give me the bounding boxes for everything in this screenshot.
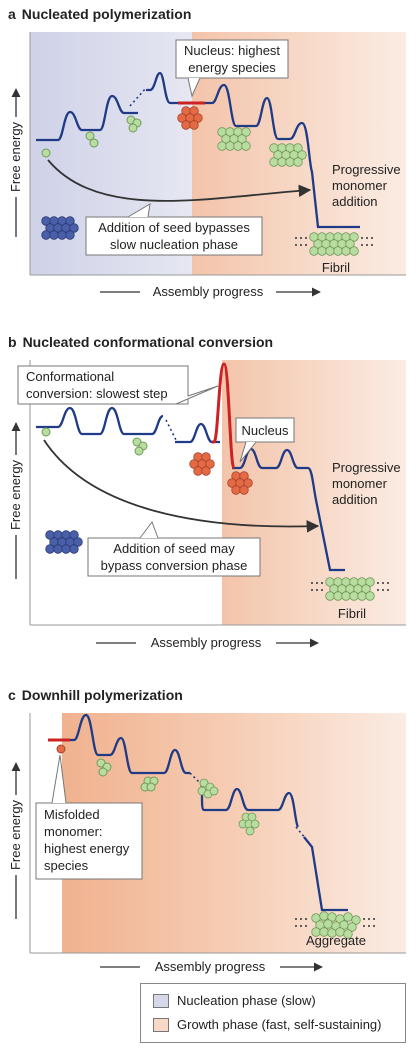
svg-text:Free energy: Free energy xyxy=(8,799,23,870)
panel-letter: c xyxy=(8,687,16,703)
callout-nucleus: Nucleus: highest energy species xyxy=(175,39,289,98)
fibril-dots xyxy=(295,237,373,246)
monomer-cluster xyxy=(96,758,159,792)
energy-break xyxy=(129,87,147,107)
intermediate-cluster xyxy=(189,452,215,476)
end-label: Aggregate xyxy=(306,933,366,948)
nucleus-cluster xyxy=(227,471,253,495)
panel-b-title: b Nucleated conformational conversion xyxy=(8,334,273,350)
svg-text:species: species xyxy=(44,858,89,873)
energy-profile xyxy=(36,71,360,229)
svg-text:Conformational: Conformational xyxy=(26,369,114,384)
panel-letter: a xyxy=(8,6,16,22)
progressive-label: Progressive monomer addition xyxy=(332,460,401,507)
svg-text:addition: addition xyxy=(332,492,378,507)
energy-profile xyxy=(70,713,348,912)
progressive-label: Progressive monomer addition xyxy=(332,162,401,209)
fibril-cluster xyxy=(325,577,375,601)
panel-title-text: Nucleated polymerization xyxy=(21,6,192,22)
monomer-cluster xyxy=(85,115,142,148)
panel-title-text: Nucleated conformational conversion xyxy=(22,334,274,350)
fibril-dots xyxy=(311,582,389,591)
svg-text:Addition of seed bypasses: Addition of seed bypasses xyxy=(98,220,250,235)
x-axis-label: Assembly progress xyxy=(100,959,323,974)
panel-letter: b xyxy=(8,334,17,350)
panel-c-title: c Downhill polymerization xyxy=(8,687,183,703)
svg-text:Free energy: Free energy xyxy=(8,121,23,192)
misfolded-monomer xyxy=(56,744,66,754)
svg-text:Progressive: Progressive xyxy=(332,460,401,475)
monomer xyxy=(41,148,51,158)
callout-seed: Addition of seed may bypass conversion p… xyxy=(87,520,261,577)
callout-misfolded: Misfolded monomer: highest energy specie… xyxy=(35,754,143,880)
svg-text:Misfolded: Misfolded xyxy=(44,807,100,822)
svg-text:Nucleus: highest: Nucleus: highest xyxy=(184,43,280,58)
svg-text:conversion: slowest step: conversion: slowest step xyxy=(26,386,168,401)
legend-label: Growth phase (fast, self-sustaining) xyxy=(177,1017,382,1032)
energy-break xyxy=(165,419,177,441)
svg-text:Assembly progress: Assembly progress xyxy=(155,959,266,974)
svg-text:energy species: energy species xyxy=(188,60,276,75)
x-axis-label: Assembly progress xyxy=(100,284,321,299)
end-label: Fibril xyxy=(322,260,350,275)
callout-seed: Addition of seed bypasses slow nucleatio… xyxy=(85,203,263,256)
legend-label: Nucleation phase (slow) xyxy=(177,993,316,1008)
svg-text:highest energy: highest energy xyxy=(44,841,130,856)
panel-c-diagram: Free energy Aggregate Misfolded monomer:… xyxy=(8,713,406,974)
svg-text:Addition of seed may: Addition of seed may xyxy=(113,541,235,556)
monomer-cluster xyxy=(132,437,148,456)
aggregate-dots xyxy=(295,918,375,927)
legend-item-nucleation: Nucleation phase (slow) xyxy=(153,993,316,1008)
energy-break xyxy=(189,772,201,784)
legend-item-growth: Growth phase (fast, self-sustaining) xyxy=(153,1017,381,1032)
y-axis-label: Free energy xyxy=(8,422,23,579)
svg-text:Assembly progress: Assembly progress xyxy=(151,635,262,650)
svg-text:monomer:: monomer: xyxy=(44,824,103,839)
y-axis-label: Free energy xyxy=(8,762,23,919)
seed-arrow xyxy=(43,439,320,533)
panel-title-text: Downhill polymerization xyxy=(21,687,183,703)
y-axis-label: Free energy xyxy=(8,88,23,237)
svg-text:Free energy: Free energy xyxy=(8,459,23,530)
seed-arrow xyxy=(47,159,312,202)
nucleus-cluster xyxy=(177,106,203,130)
growth-swatch xyxy=(153,1017,169,1032)
seed-cluster xyxy=(41,216,79,240)
aggregate-cluster xyxy=(197,778,260,836)
svg-text:monomer: monomer xyxy=(332,178,388,193)
svg-text:Assembly progress: Assembly progress xyxy=(153,284,264,299)
nucleation-swatch xyxy=(153,993,169,1008)
callout-nucleus: Nucleus xyxy=(235,417,295,463)
aggregate-final-cluster xyxy=(311,911,361,939)
svg-text:Progressive: Progressive xyxy=(332,162,401,177)
aggregate-cluster xyxy=(217,127,307,167)
panel-a-title: a Nucleated polymerization xyxy=(8,6,191,22)
fibril-cluster xyxy=(309,232,359,256)
legend: Nucleation phase (slow) Growth phase (fa… xyxy=(140,983,406,1043)
svg-text:slow nucleation phase: slow nucleation phase xyxy=(110,237,238,252)
panel-a-diagram: Free energy F xyxy=(8,32,406,299)
panel-b-diagram: Free energy Fibril Conformational xyxy=(8,360,406,650)
callout-conversion: Conformational conversion: slowest step xyxy=(17,365,219,405)
svg-text:monomer: monomer xyxy=(332,476,388,491)
svg-text:bypass conversion phase: bypass conversion phase xyxy=(101,558,248,573)
seed-cluster xyxy=(45,530,83,554)
end-label: Fibril xyxy=(338,606,366,621)
svg-text:Nucleus: Nucleus xyxy=(242,423,289,438)
conversion-barrier xyxy=(212,362,236,470)
monomer xyxy=(41,427,51,437)
x-axis-label: Assembly progress xyxy=(96,635,319,650)
svg-text:addition: addition xyxy=(332,194,378,209)
